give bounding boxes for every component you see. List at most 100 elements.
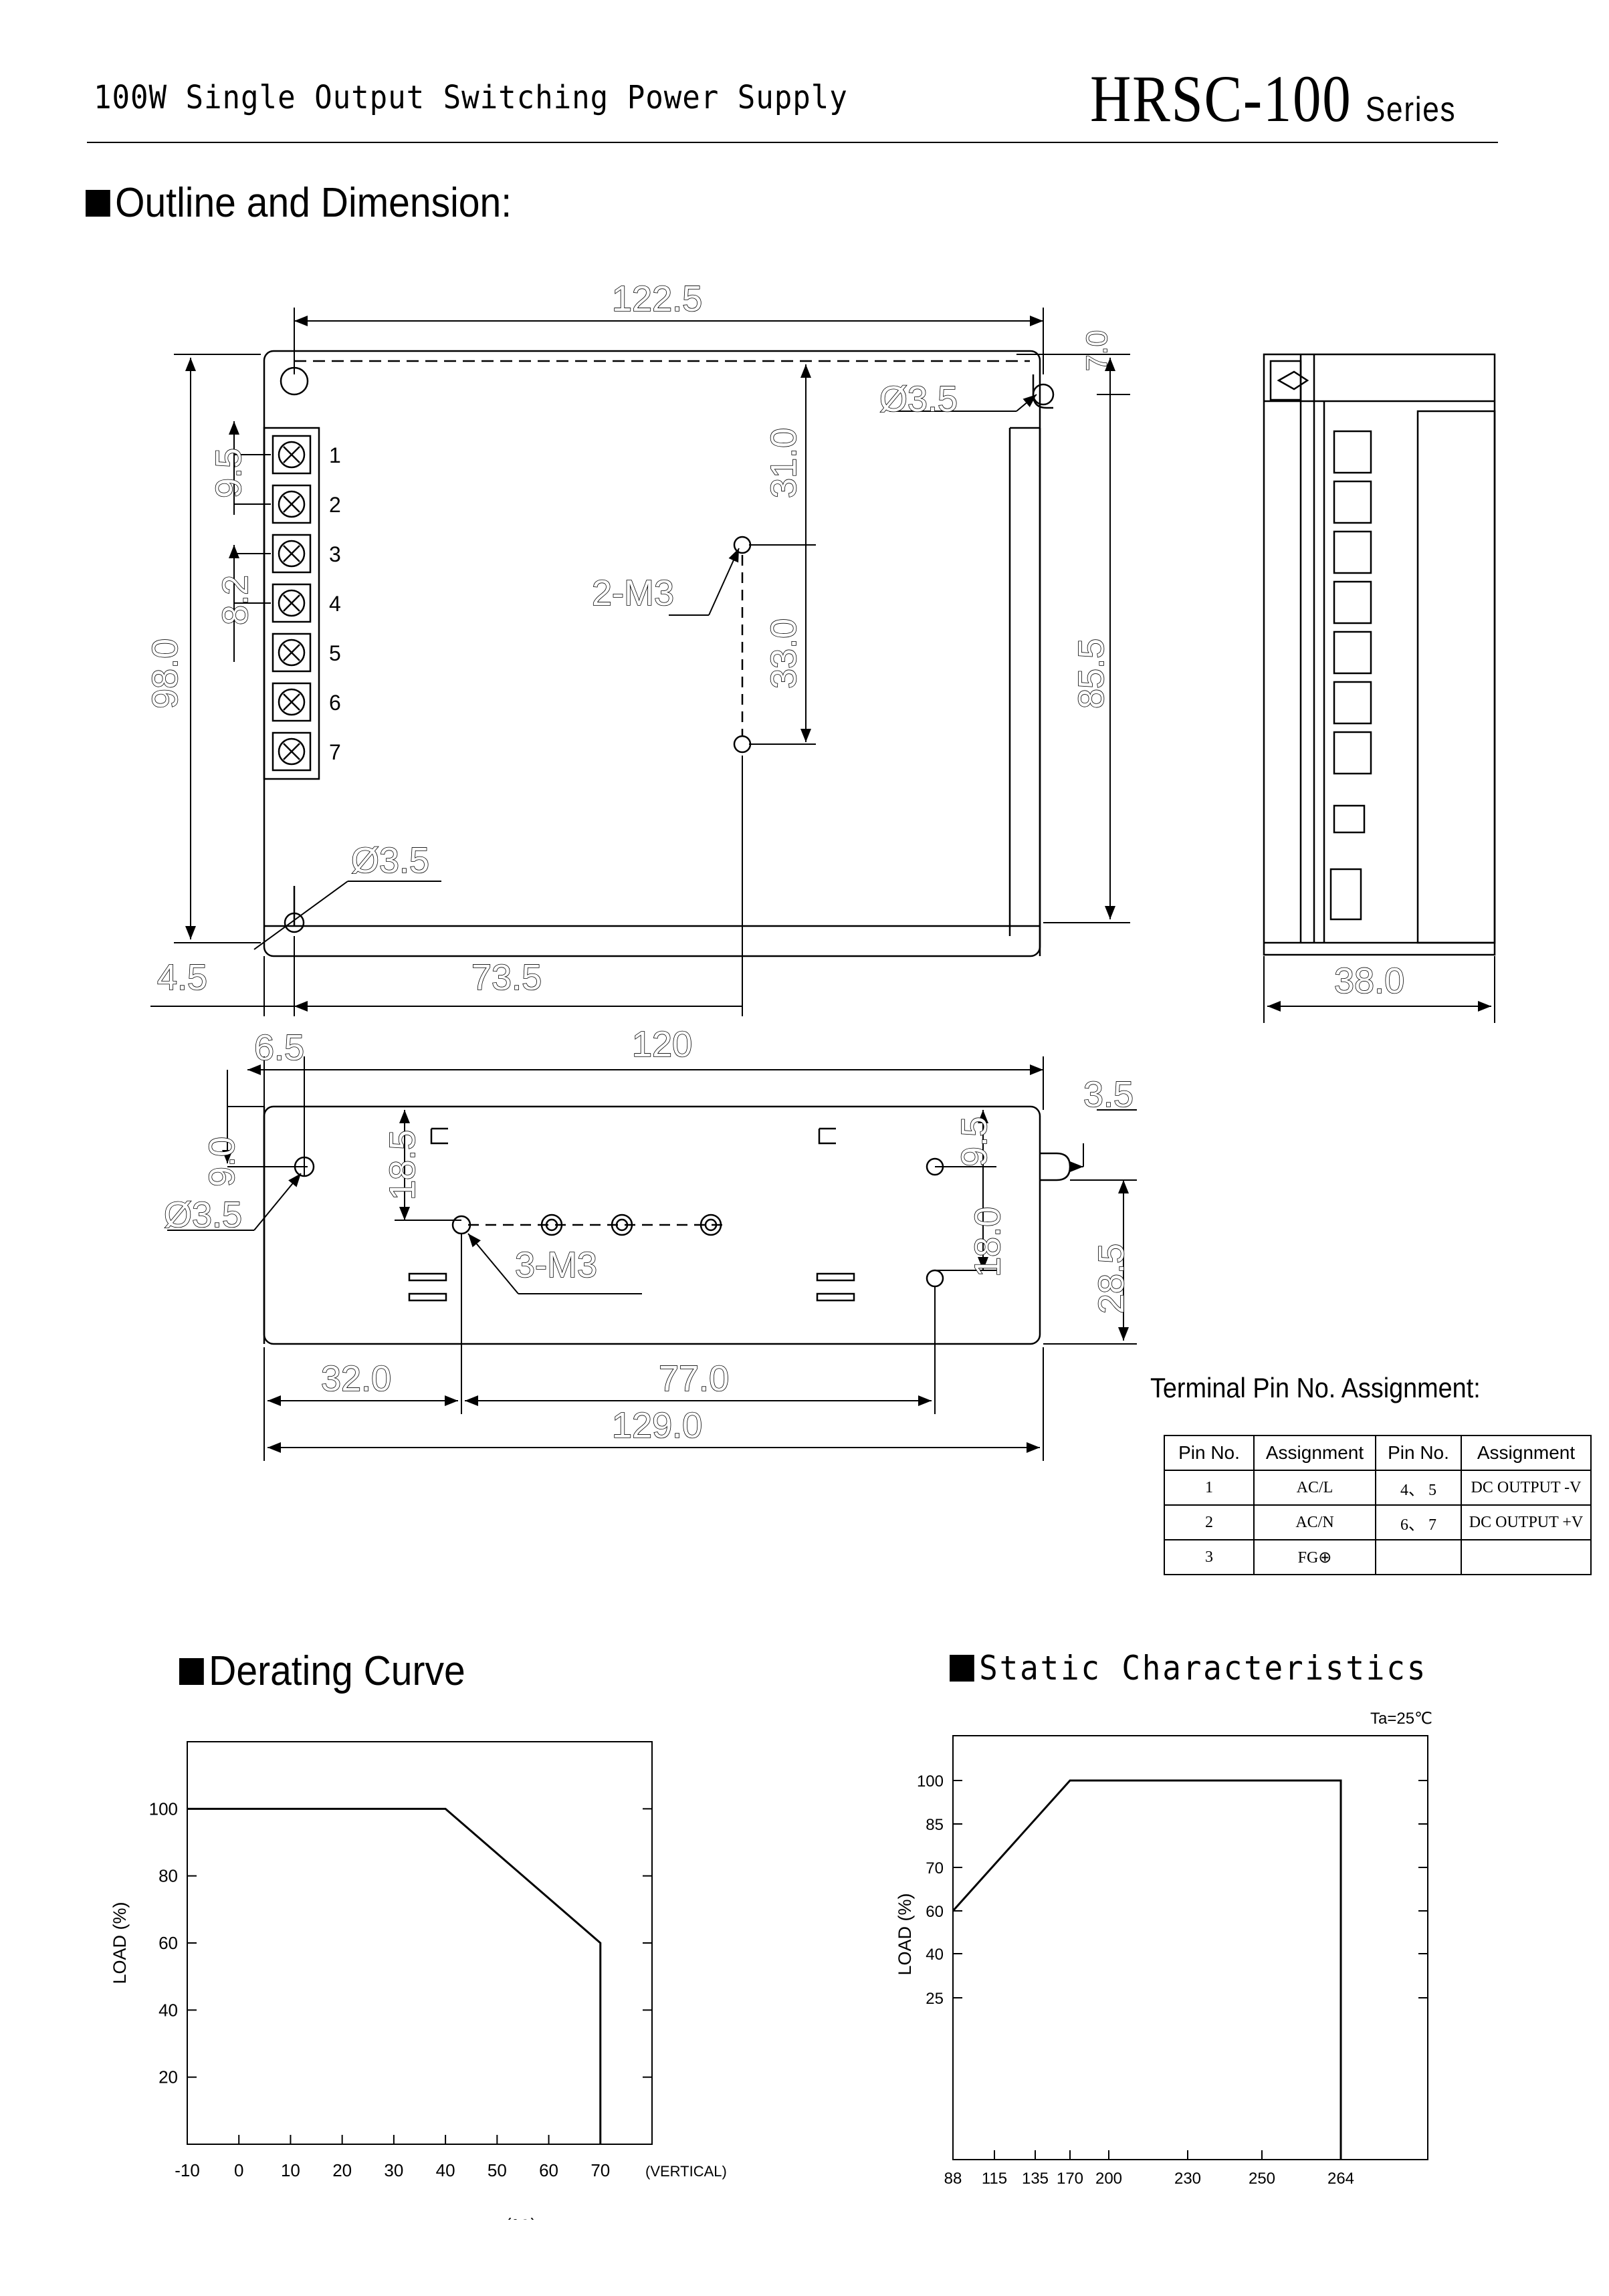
bullet-square-icon <box>179 1657 204 1685</box>
header-rule <box>87 142 1498 143</box>
dim-129-0: 129.0 <box>612 1405 702 1446</box>
x-tick-label: 0 <box>234 2160 243 2180</box>
dim-8-2: 8.2 <box>215 575 255 625</box>
document-title: 100W Single Output Switching Power Suppl… <box>94 79 848 116</box>
series-label: Series <box>1365 90 1457 129</box>
dim-120: 120 <box>632 1024 692 1064</box>
dim-6-5: 6.5 <box>254 1028 304 1068</box>
label-3-m3: 3-M3 <box>515 1245 597 1285</box>
dim-3-5: 3.5 <box>1083 1074 1134 1115</box>
terminal-heading: Terminal Pin No. Assignment: <box>1150 1372 1481 1403</box>
svg-text:7: 7 <box>329 740 341 764</box>
y-axis-label: LOAD (%) <box>110 1902 130 1984</box>
static-chart: Ta=25℃ 25 40 60 70 85 100 88 115 135 170 200 230 250 2… <box>895 1712 1432 2188</box>
dim-38-0: 38.0 <box>1334 961 1404 1001</box>
dim-31-0: 31.0 <box>764 428 804 498</box>
x-tick-label: 230 <box>1174 2170 1201 2188</box>
derating-chart: 20 40 60 80 100 -10 0 10 20 30 40 50 60 70 (VERTICAL) A… <box>110 1741 727 2220</box>
dim-33-0: 33.0 <box>764 618 804 689</box>
y-tick-label: 20 <box>158 2067 178 2087</box>
dim-73-5: 73.5 <box>471 957 542 998</box>
dim-7-0: 7.0 <box>1081 330 1113 371</box>
y-tick-label: 25 <box>926 1990 944 2008</box>
x-axis-note: (VERTICAL) <box>645 2163 727 2180</box>
x-tick-label: 264 <box>1327 2170 1354 2188</box>
y-tick-label: 85 <box>926 1816 944 1834</box>
y-tick-label: 100 <box>149 1799 178 1819</box>
bullet-square-icon <box>950 1655 974 1682</box>
dim-18-0: 18.0 <box>968 1207 1008 1277</box>
top-dimensions <box>150 308 1130 1016</box>
x-tick-label: 50 <box>488 2160 507 2180</box>
bottom-dimensions <box>167 1056 1137 1461</box>
dimension-labels: 122.5 Ø3.5 7.0 9.5 8.2 98.0 31.0 33.0 2-… <box>144 278 1405 1446</box>
side-view <box>1263 353 1496 956</box>
mount-hole-2 <box>733 735 752 754</box>
y-tick-label: 70 <box>926 1859 944 1877</box>
terminal-numbers: 1 2 3 4 5 6 7 <box>329 443 341 764</box>
chart-note: Ta=25℃ <box>1370 1712 1432 1728</box>
y-tick-label: 100 <box>917 1772 944 1791</box>
svg-text:4: 4 <box>329 592 341 616</box>
x-tick-label: 30 <box>384 2160 403 2180</box>
dim-hole-bottom: Ø3.5 <box>164 1195 242 1235</box>
y-tick-label: 60 <box>158 1933 178 1953</box>
x-tick-label: 88 <box>944 2170 962 2188</box>
derating-line <box>187 1807 602 2144</box>
dim-9-5: 9.5 <box>209 448 249 498</box>
x-axis-label: AMBIENT TEMPERATURE（℃） <box>274 2217 548 2220</box>
mount-hole-1 <box>733 536 752 554</box>
side-dimensions <box>1263 956 1495 1023</box>
y-tick-label: 40 <box>158 2000 178 2020</box>
dim-32-0: 32.0 <box>321 1359 391 1399</box>
terminal-screws <box>272 435 312 772</box>
plot-frame <box>187 1741 653 2145</box>
bottom-mount-1 <box>451 1215 471 1235</box>
x-tick-label: 70 <box>591 2160 610 2180</box>
x-tick-label: 200 <box>1095 2170 1122 2188</box>
dim-hole-left: Ø3.5 <box>351 840 429 881</box>
dim-18-5: 18.5 <box>383 1130 423 1200</box>
svg-text:3: 3 <box>329 542 341 566</box>
x-tick-label: 135 <box>1022 2170 1049 2188</box>
y-axis-label: LOAD (%) <box>895 1893 915 1975</box>
dim-9-5-b: 9.5 <box>954 1117 994 1167</box>
side-terminals <box>1333 430 1372 775</box>
outline-drawing: 122.5 Ø3.5 7.0 9.5 8.2 98.0 31.0 33.0 2-… <box>144 278 1496 1461</box>
svg-text:6: 6 <box>329 691 341 715</box>
x-tick-label: -10 <box>175 2160 200 2180</box>
dim-4-5: 4.5 <box>157 957 207 998</box>
svg-text:1: 1 <box>329 443 341 467</box>
dim-28-5: 28.5 <box>1091 1244 1132 1314</box>
svg-text:5: 5 <box>329 641 341 665</box>
x-tick-label: 115 <box>982 2170 1007 2188</box>
x-tick-label: 60 <box>539 2160 558 2180</box>
dim-77-0: 77.0 <box>659 1359 729 1399</box>
label-2-m3: 2-M3 <box>592 573 674 613</box>
y-tick-label: 40 <box>926 1946 944 1964</box>
x-tick-label: 40 <box>436 2160 455 2180</box>
dim-122-5: 122.5 <box>612 279 702 319</box>
hole-bottom-left <box>284 912 305 933</box>
outline-heading: Outline and Dimension: <box>86 179 512 227</box>
dim-hole-top: Ø3.5 <box>879 379 958 419</box>
x-tick-label: 20 <box>332 2160 352 2180</box>
dim-9-0: 9.0 <box>202 1137 242 1187</box>
bottom-hole-right-bottom <box>926 1269 944 1288</box>
static-heading: Static Characteristics <box>950 1649 1427 1688</box>
x-tick-label: 250 <box>1249 2170 1275 2188</box>
charts: 20 40 60 80 100 -10 0 10 20 30 40 50 60 70 (VERTICAL) A… <box>110 1712 1432 2220</box>
x-tick-label: 170 <box>1057 2170 1083 2188</box>
bottom-view <box>263 1105 1071 1345</box>
x-tick-label: 10 <box>281 2160 300 2180</box>
y-tick-label: 80 <box>158 1866 178 1886</box>
y-tick-label: 60 <box>926 1903 944 1921</box>
dim-85-5: 85.5 <box>1071 639 1111 709</box>
svg-text:2: 2 <box>329 493 341 517</box>
bullet-square-icon <box>86 189 110 217</box>
